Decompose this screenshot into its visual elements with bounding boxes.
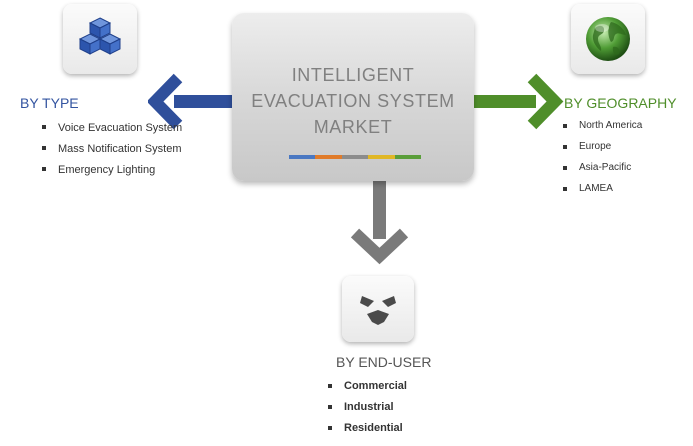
- bullet-icon: [563, 187, 567, 191]
- color-bar-gray: [341, 155, 369, 159]
- list-item: Industrial: [328, 400, 468, 414]
- market-title-line-2: EVACUATION SYSTEM: [251, 91, 455, 111]
- list-item: Europe: [563, 140, 683, 154]
- end-user-icon-tile: [342, 276, 414, 342]
- list-item-label: Voice Evacuation System: [58, 122, 183, 134]
- down-arrow: [350, 181, 409, 265]
- bullet-icon: [328, 384, 332, 388]
- color-bar-green: [394, 155, 422, 159]
- bullet-icon: [42, 125, 46, 129]
- cubes-icon: [78, 17, 122, 55]
- color-bar-yellow: [368, 155, 395, 159]
- list-item-label: Industrial: [344, 401, 394, 413]
- by-type-heading: BY TYPE: [20, 95, 79, 111]
- end-user-list: Commercial Industrial Residential: [328, 379, 468, 442]
- bullet-icon: [328, 426, 332, 430]
- right-arrow: [474, 73, 564, 130]
- color-bar-blue: [289, 155, 316, 159]
- list-item: Asia-Pacific: [563, 161, 683, 175]
- geography-icon-tile: [571, 4, 645, 74]
- list-item: Commercial: [328, 379, 468, 393]
- list-item: Residential: [328, 421, 468, 435]
- list-item: Mass Notification System: [42, 141, 202, 157]
- list-item-label: North America: [579, 120, 643, 131]
- bullet-icon: [563, 145, 567, 149]
- bullet-icon: [42, 146, 46, 150]
- type-list: Voice Evacuation System Mass Notificatio…: [42, 120, 202, 183]
- list-item-label: Mass Notification System: [58, 143, 182, 155]
- list-item-label: Residential: [344, 422, 403, 434]
- bullet-icon: [42, 167, 46, 171]
- market-title: INTELLIGENT EVACUATION SYSTEM MARKET: [232, 62, 474, 140]
- geography-list: North America Europe Asia-Pacific LAMEA: [563, 119, 683, 203]
- handshake-icon: [360, 296, 396, 325]
- list-item-label: LAMEA: [579, 183, 613, 194]
- list-item-label: Europe: [579, 141, 612, 152]
- list-item-label: Commercial: [344, 380, 407, 392]
- list-item: North America: [563, 119, 683, 133]
- bullet-icon: [563, 124, 567, 128]
- list-item-label: Asia-Pacific: [579, 162, 632, 173]
- color-bar-orange: [315, 155, 342, 159]
- by-end-user-heading: BY END-USER: [336, 354, 432, 370]
- list-item-label: Emergency Lighting: [58, 164, 156, 176]
- bullet-icon: [328, 405, 332, 409]
- bullet-icon: [563, 166, 567, 170]
- list-item: Emergency Lighting: [42, 162, 202, 178]
- list-item: Voice Evacuation System: [42, 120, 202, 136]
- market-title-box: INTELLIGENT EVACUATION SYSTEM MARKET: [232, 13, 474, 181]
- market-title-line-3: MARKET: [313, 117, 393, 137]
- by-geography-heading: BY GEOGRAPHY: [564, 95, 677, 111]
- list-item: LAMEA: [563, 182, 683, 196]
- market-title-line-1: INTELLIGENT: [291, 65, 415, 85]
- type-icon-tile: [63, 4, 137, 74]
- left-arrow: [148, 73, 234, 130]
- color-bar: [289, 155, 422, 159]
- globe-icon: [586, 17, 630, 61]
